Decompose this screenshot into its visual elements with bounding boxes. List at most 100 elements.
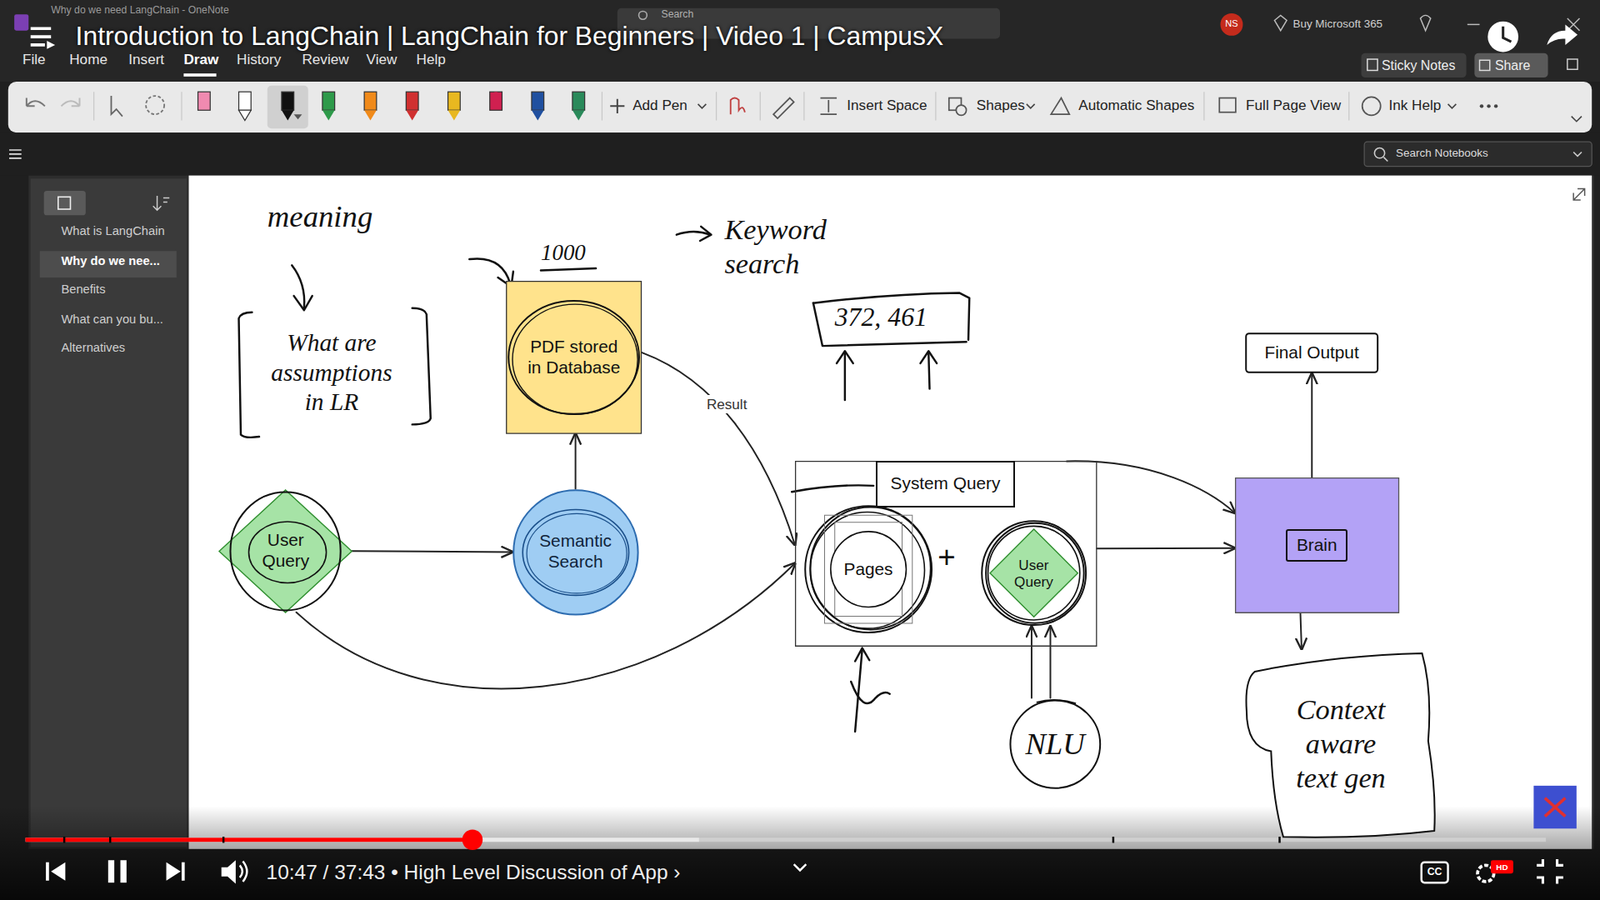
- ribbon: [364, 91, 377, 110]
- node-outline: [981, 521, 1086, 626]
- node-text: PDF stored in Database: [525, 336, 624, 379]
- hand-sketch: [412, 308, 431, 425]
- video-controls: [166, 862, 181, 881]
- connector-arrow: [1300, 613, 1301, 650]
- ribbon: [26, 98, 45, 107]
- hand-sketch: [469, 258, 510, 284]
- node-text: User Query: [251, 530, 320, 572]
- node-outline: [810, 512, 925, 630]
- node-text: User Query: [1005, 556, 1063, 591]
- hand-sketch: [920, 350, 937, 364]
- connector-arrow: [1096, 547, 1235, 550]
- ribbon: [531, 91, 545, 110]
- video-controls: [45, 862, 50, 881]
- edge-label: Result: [704, 395, 750, 415]
- node-outline: [513, 490, 638, 615]
- video-controls: [1112, 836, 1115, 843]
- node-outline: [805, 505, 932, 633]
- node-text: Context aware text gen: [1285, 692, 1398, 795]
- page-frame: [1573, 189, 1585, 200]
- ribbon: [698, 104, 707, 109]
- hand-sketch: [239, 312, 260, 438]
- query-diamond: User Query: [980, 520, 1087, 626]
- connector-arrow: [351, 550, 512, 552]
- search-box-text: Search Notebooks: [1395, 146, 1489, 160]
- video-title: Introduction to LangChain | LangChain fo…: [75, 20, 945, 52]
- page-frame: [58, 196, 71, 210]
- page-frame: [1364, 141, 1592, 166]
- app-chrome: [1503, 26, 1512, 42]
- app-chrome: [1420, 15, 1430, 30]
- ribbon: [405, 110, 419, 120]
- menu-link: Buy Microsoft 365: [1292, 17, 1383, 31]
- ribbon: [8, 81, 1592, 133]
- hand-sketch: [836, 350, 854, 364]
- app-chrome: [1274, 15, 1287, 30]
- video-controls: [1421, 862, 1449, 883]
- app-chrome: [1546, 24, 1578, 45]
- ribbon: [820, 98, 837, 115]
- video-controls: [50, 862, 65, 881]
- ribbon-button: Add Pen: [632, 96, 688, 115]
- ribbon-button: Automatic Shapes: [1078, 96, 1195, 115]
- hand-sketch: [928, 353, 930, 390]
- app-chrome: [183, 73, 216, 77]
- video-controls: [25, 837, 1546, 842]
- node-text: System Query: [875, 460, 1016, 507]
- ribbon: [145, 95, 165, 115]
- quality-badge: HD: [1490, 862, 1514, 874]
- ribbon: [364, 110, 377, 120]
- menu-item: History: [236, 50, 281, 69]
- menu-item: File: [22, 50, 46, 69]
- ribbon: [1494, 104, 1498, 108]
- ribbon: [490, 91, 503, 110]
- video-controls: [1536, 859, 1564, 884]
- ribbon: [448, 91, 461, 110]
- connector-arrow: [575, 433, 577, 489]
- video-controls: [120, 860, 126, 883]
- handwritten-note: What are assumptions in LR: [260, 328, 403, 417]
- video-controls: [25, 837, 473, 842]
- ribbon: [239, 110, 252, 120]
- page-frame: [0, 132, 1600, 175]
- menu-item: Home: [69, 50, 108, 69]
- page-tab: What can you bu...: [60, 312, 163, 328]
- ribbon: [1448, 104, 1457, 109]
- connectors: [296, 352, 1313, 698]
- app-chrome: [1220, 13, 1243, 36]
- app-chrome: [639, 10, 648, 20]
- search-circle: Semantic Search: [512, 489, 640, 616]
- ribbon: [294, 114, 303, 120]
- page-frame: [1573, 151, 1582, 156]
- page-frame: [40, 250, 177, 278]
- hand-sketch: [844, 353, 846, 400]
- video-controls: [1533, 785, 1576, 829]
- app-chrome: [1567, 59, 1578, 70]
- ribbon: [60, 98, 80, 107]
- node-outline: [830, 531, 907, 608]
- toolbar-button: Share: [1495, 57, 1530, 74]
- video-controls: [108, 860, 115, 883]
- hand-sketch: [813, 292, 970, 340]
- handwritten-note: meaning: [267, 198, 373, 235]
- app-chrome: [0, 0, 1600, 82]
- ribbon: [1480, 104, 1484, 108]
- ribbon: [572, 91, 585, 110]
- app-chrome: [14, 14, 29, 31]
- page-frame: [153, 195, 170, 210]
- node-outline: [522, 509, 629, 595]
- node-outline: [249, 521, 327, 583]
- ribbon: [773, 98, 794, 119]
- video-controls: [240, 860, 248, 881]
- video-controls: [221, 860, 236, 884]
- page-tab: Alternatives: [60, 340, 125, 356]
- node-outline: [230, 491, 341, 610]
- ribbon: [239, 91, 252, 110]
- node-outline: [795, 461, 1096, 647]
- menu-item: Help: [416, 50, 446, 69]
- node-outline: [1246, 653, 1435, 838]
- video-controls: [1490, 860, 1514, 874]
